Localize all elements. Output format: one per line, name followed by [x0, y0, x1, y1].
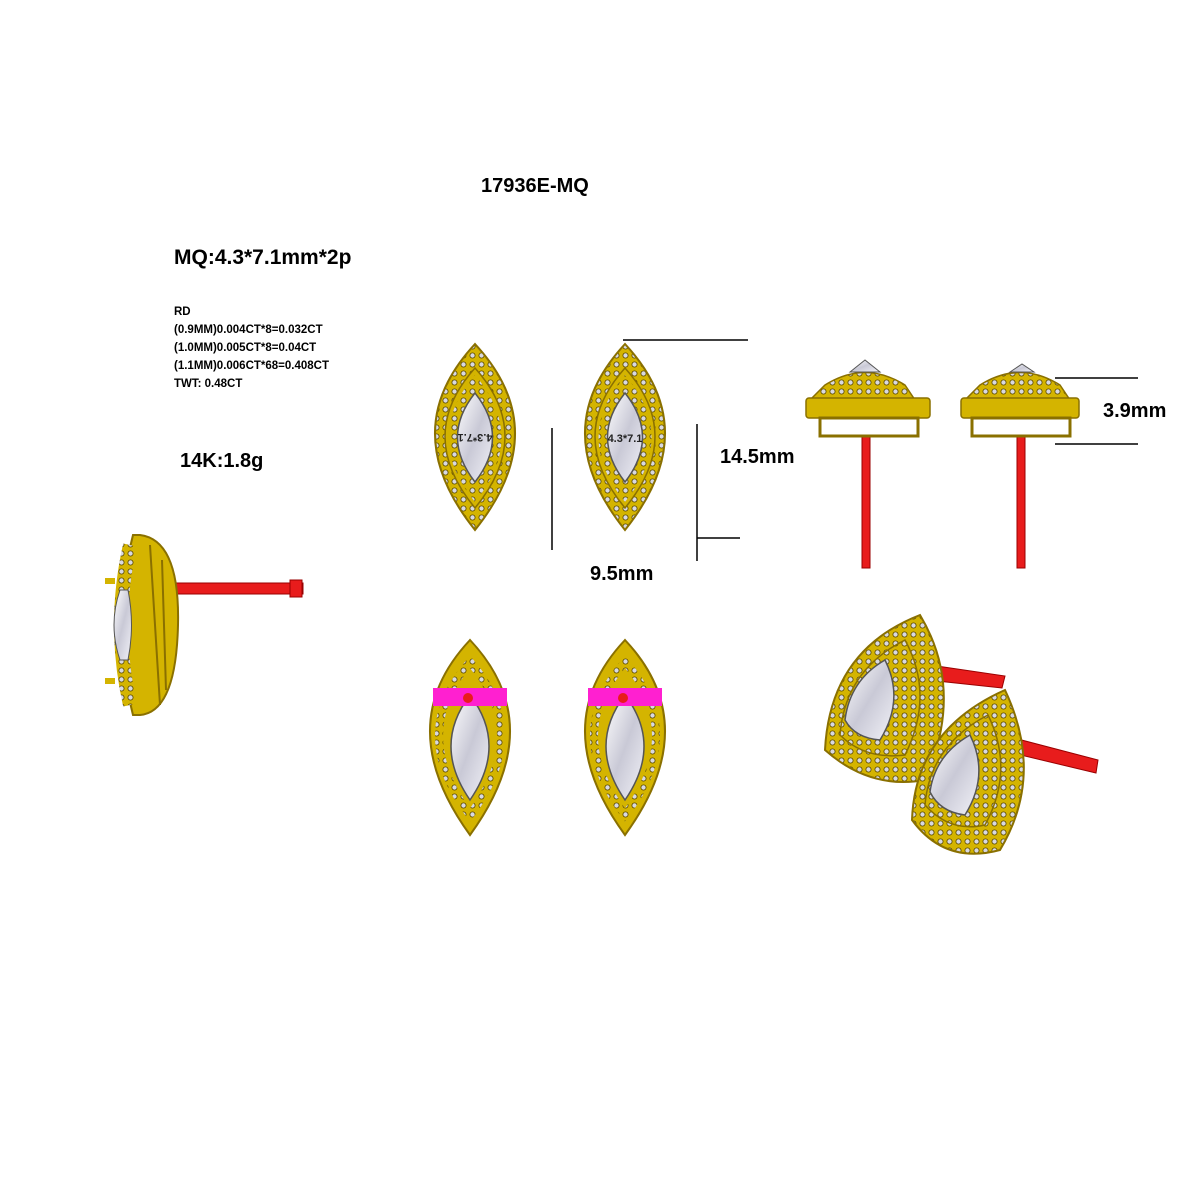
back-view-earring-left [429, 638, 511, 837]
stone-engraving: 4.3*7.1 [458, 431, 493, 443]
perspective-view-earrings [823, 613, 1099, 855]
side-view-earring [105, 534, 304, 716]
model-code: 17936E-MQ [481, 175, 589, 197]
dimension-width: 9.5mm [590, 563, 654, 585]
dimension-height: 3.9mm [1103, 400, 1167, 422]
side-stone-row: (0.9MM)0.004CT*8=0.032CT [174, 324, 323, 336]
stone-engraving: 4.3*7.1 [608, 433, 643, 445]
side-stone-row: (1.0MM)0.005CT*8=0.04CT [174, 342, 317, 354]
front-view-earring-left: 4.3*7.1 [434, 342, 516, 532]
side-stone-spec: RD (0.9MM)0.004CT*8=0.032CT (1.0MM)0.005… [174, 303, 329, 393]
main-stone-spec: MQ:4.3*7.1mm*2p [174, 246, 352, 269]
front-view-earring-right: 4.3*7.1 [584, 342, 666, 532]
metal-weight: 14K:1.8g [180, 450, 264, 472]
dimension-length: 14.5mm [720, 446, 795, 468]
dimension-lines [551, 339, 1138, 561]
side-elevation-left [805, 359, 931, 569]
side-stone-row: (1.1MM)0.006CT*68=0.408CT [174, 360, 330, 372]
side-stone-type: RD [174, 306, 191, 318]
side-elevation-right [960, 363, 1080, 569]
back-view-earring-right [584, 638, 666, 837]
total-weight: TWT: 0.48CT [174, 378, 243, 390]
